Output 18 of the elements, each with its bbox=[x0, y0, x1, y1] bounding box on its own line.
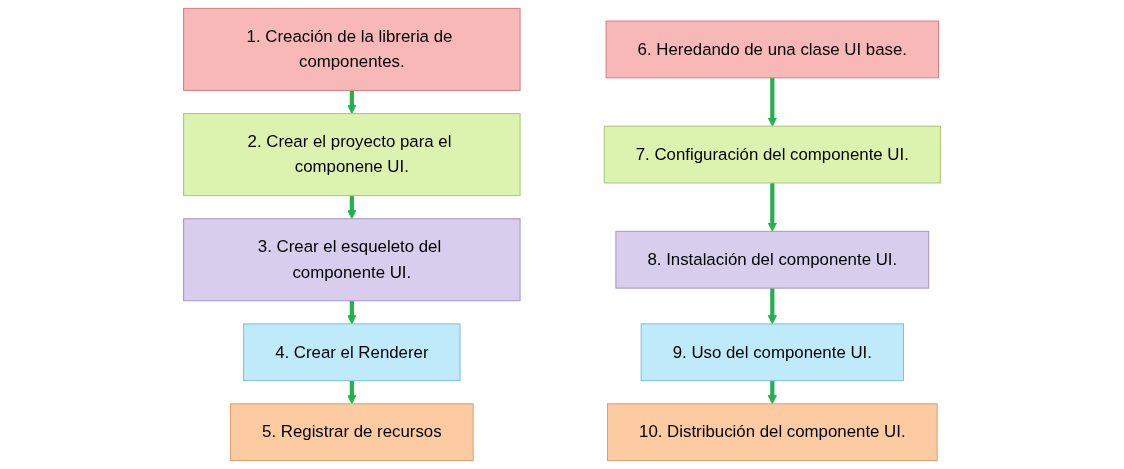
node-box: 6. Heredando de una clase UI base. bbox=[605, 20, 940, 79]
arrow bbox=[347, 380, 357, 405]
node-box: 8. Instalación del componente UI. bbox=[615, 230, 930, 289]
node-box: 10. Distribución del componente UI. bbox=[606, 403, 938, 462]
node-box: 2. Crear el proyecto para el componene UI. bbox=[183, 113, 521, 197]
arrow bbox=[767, 77, 777, 127]
arrow bbox=[767, 182, 777, 232]
node-box: 9. Uso del componente UI. bbox=[640, 323, 904, 382]
node-box: 5. Registrar de recursos bbox=[230, 403, 474, 462]
node-box: 1. Creación de la libreria de componentes. bbox=[183, 7, 521, 91]
arrow bbox=[767, 380, 777, 405]
arrow bbox=[347, 90, 357, 114]
node-box: 4. Crear el Renderer bbox=[243, 323, 461, 382]
arrow bbox=[347, 195, 357, 220]
node-box: 7. Configuración del componente UI. bbox=[603, 125, 941, 184]
arrow bbox=[767, 288, 777, 325]
node-box: 3. Crear el esqueleto del componente UI. bbox=[183, 218, 521, 302]
arrow bbox=[347, 300, 357, 325]
